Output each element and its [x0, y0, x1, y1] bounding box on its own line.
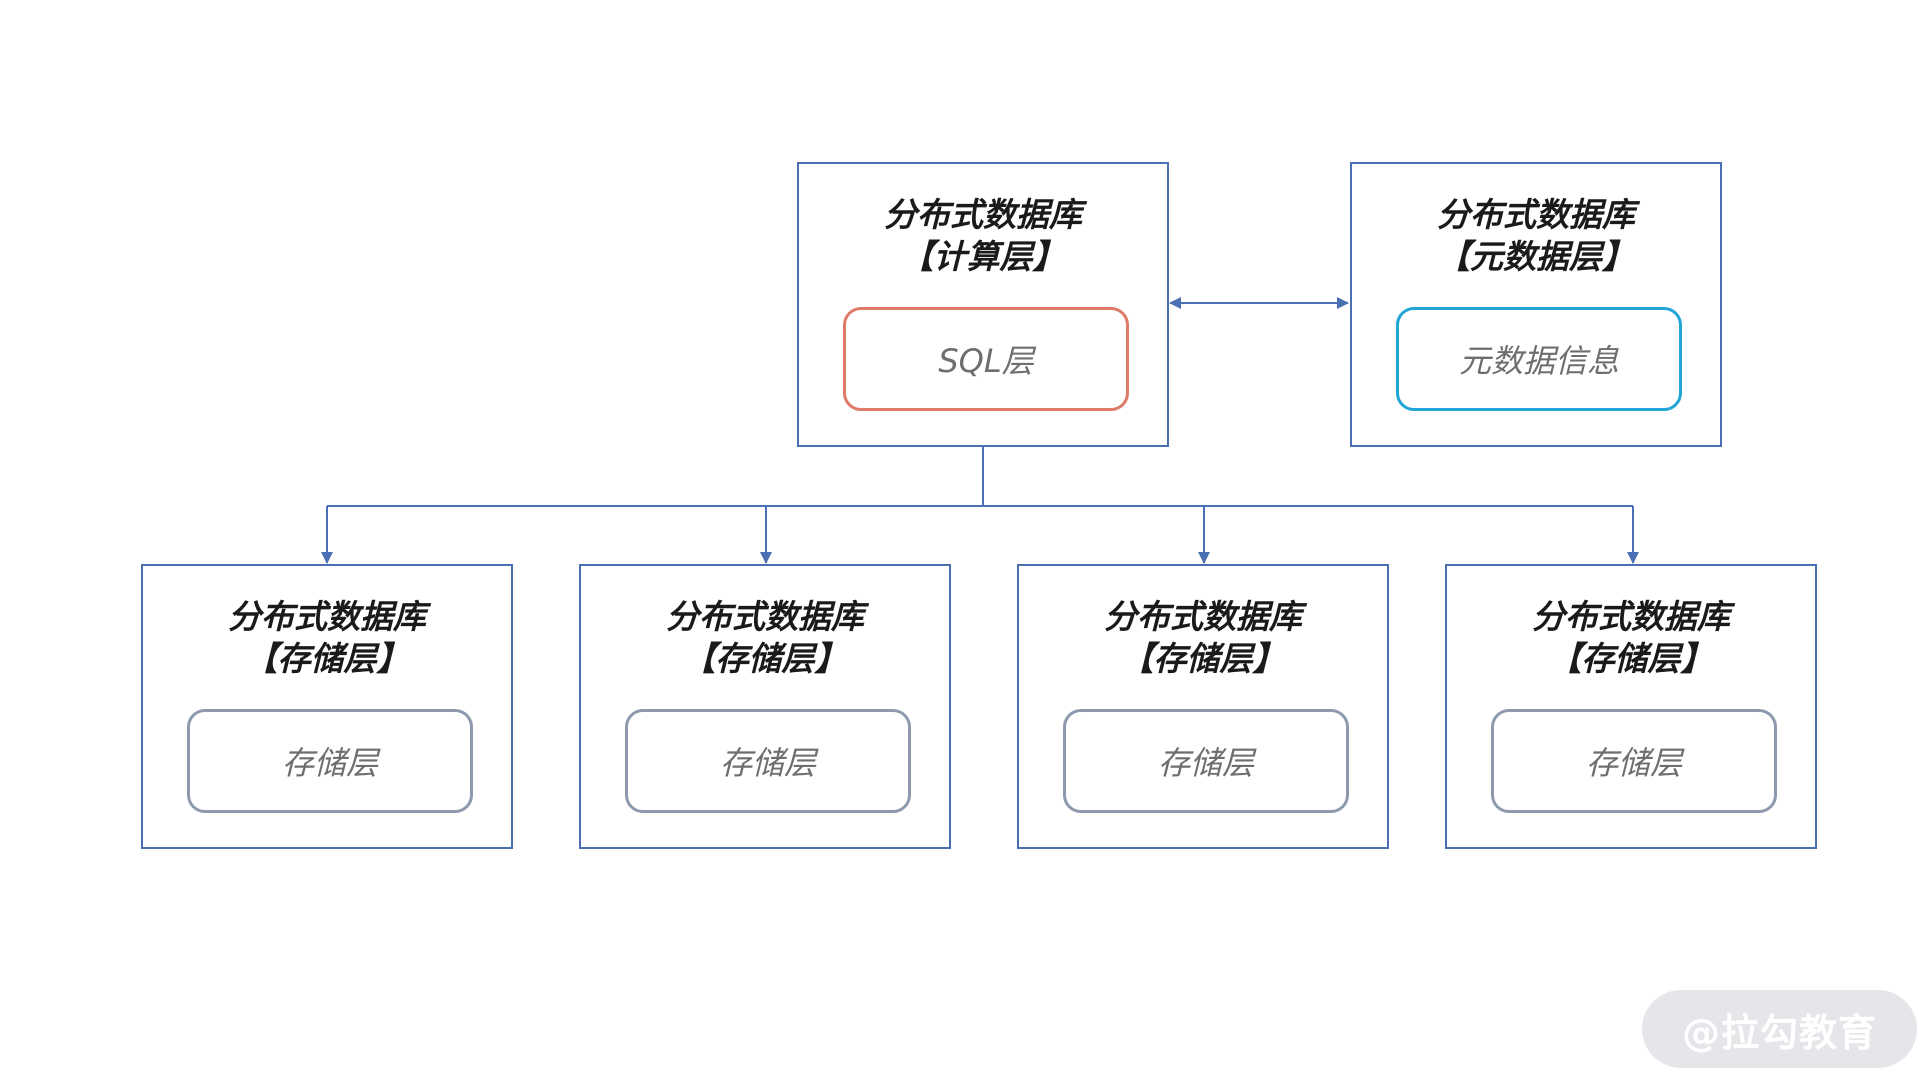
node-title: 分布式数据库 【存储层】 [143, 596, 511, 680]
node-title-line1: 分布式数据库 [666, 597, 864, 636]
sql-layer-box: SQL层 [843, 307, 1129, 411]
node-title: 分布式数据库 【存储层】 [581, 596, 949, 680]
node-title-line1: 分布式数据库 [884, 195, 1082, 234]
compute-layer-node: 分布式数据库 【计算层】 SQL层 [797, 162, 1169, 447]
storage-box: 存储层 [625, 709, 911, 813]
node-title: 分布式数据库 【存储层】 [1019, 596, 1387, 680]
storage-box: 存储层 [187, 709, 473, 813]
node-title-line2: 【存储层】 [682, 639, 848, 678]
node-title-line2: 【计算层】 [900, 237, 1066, 276]
storage-box: 存储层 [1063, 709, 1349, 813]
storage-layer-node-1: 分布式数据库 【存储层】 存储层 [141, 564, 513, 849]
node-title: 分布式数据库 【存储层】 [1447, 596, 1815, 680]
node-title: 分布式数据库 【计算层】 [799, 194, 1167, 278]
metadata-layer-node: 分布式数据库 【元数据层】 元数据信息 [1350, 162, 1722, 447]
storage-box: 存储层 [1491, 709, 1777, 813]
node-title-line2: 【存储层】 [1548, 639, 1714, 678]
node-title: 分布式数据库 【元数据层】 [1352, 194, 1720, 278]
node-title-line2: 【存储层】 [244, 639, 410, 678]
storage-layer-node-4: 分布式数据库 【存储层】 存储层 [1445, 564, 1817, 849]
watermark: @拉勾教育 [1642, 990, 1917, 1068]
node-title-line1: 分布式数据库 [1532, 597, 1730, 636]
node-title-line1: 分布式数据库 [1437, 195, 1635, 234]
node-title-line1: 分布式数据库 [1104, 597, 1302, 636]
storage-layer-node-2: 分布式数据库 【存储层】 存储层 [579, 564, 951, 849]
node-title-line2: 【存储层】 [1120, 639, 1286, 678]
node-title-line1: 分布式数据库 [228, 597, 426, 636]
storage-layer-node-3: 分布式数据库 【存储层】 存储层 [1017, 564, 1389, 849]
node-title-line2: 【元数据层】 [1437, 237, 1635, 276]
metadata-info-box: 元数据信息 [1396, 307, 1682, 411]
